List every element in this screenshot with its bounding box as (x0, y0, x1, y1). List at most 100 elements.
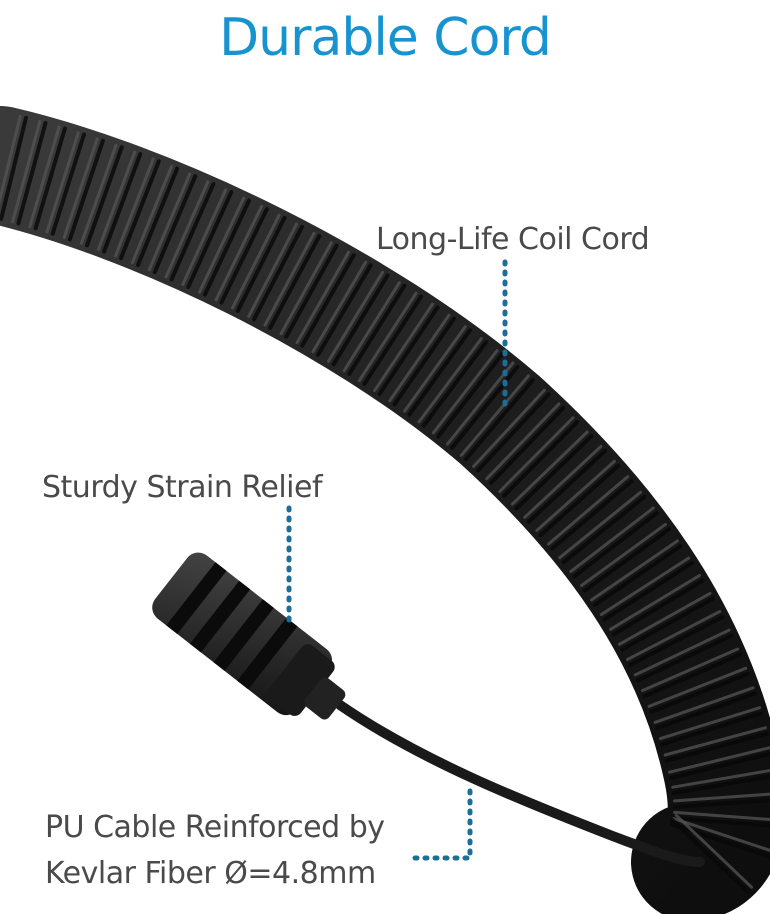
coil-ridge-shadow (268, 234, 322, 330)
coil-ridge (62, 137, 99, 239)
coil-ridge (472, 388, 546, 468)
coil-ridge (667, 746, 770, 774)
coil-ridge-shadow (669, 822, 770, 859)
coil-ridge (417, 337, 483, 424)
callout-pu-line (412, 787, 473, 861)
coil-ridge (28, 125, 61, 229)
coil-ridge-shadow (660, 711, 764, 747)
coil-ridge-shadow (526, 448, 607, 524)
coil-ridge (403, 325, 467, 413)
coil-ridge-shadow (668, 751, 770, 780)
coil-ridge-shadow (611, 578, 705, 637)
coil-ridge-shadow (602, 561, 694, 622)
coil-ridge-shadow (671, 774, 770, 796)
coil-ridge-shadow (672, 816, 770, 828)
coil-ridge (590, 539, 679, 602)
coil-cord-label: Long-Life Coil Cord (376, 222, 650, 257)
coil-ridge (599, 556, 691, 616)
coil-ridge-shadow (284, 243, 339, 339)
coil-ridge-shadow (502, 420, 580, 498)
coil-ridge (672, 817, 770, 852)
coil-ridge-shadow (421, 340, 489, 428)
coil-ridge-shadow (672, 798, 770, 809)
coil-ridge-shadow (362, 294, 424, 386)
coil-ridge-shadow (407, 328, 472, 417)
strain-relief-label: Sturdy Strain Relief (42, 470, 323, 505)
coil-ridge-shadow (582, 527, 671, 593)
coil-ridge-shadow (592, 544, 683, 607)
coil-ridge (198, 196, 246, 294)
page-title: Durable Cord (219, 8, 552, 68)
coil-ridge-shadow (572, 510, 659, 579)
coil-ridge (247, 222, 299, 318)
coil-ridge (388, 313, 451, 403)
coil-ridge (357, 291, 418, 382)
coil-ridge-shadow (489, 406, 566, 485)
coil-ridge (147, 172, 192, 272)
coil-ridge-shadow (561, 494, 647, 565)
coil-body (0, 106, 770, 914)
coil-ridge (45, 131, 80, 234)
callout-lines (286, 259, 508, 861)
coil-ridge-shadow (550, 479, 634, 551)
coil-ridge-shadow (331, 273, 390, 367)
coil-ridge (114, 157, 155, 258)
coil-ridge-shadow (436, 352, 504, 439)
coil-ridge-shadow (119, 159, 161, 261)
coil-ridge (609, 574, 701, 631)
coil-ridge (0, 114, 22, 205)
coil-ridge-shadow (463, 377, 535, 462)
coil-ridge (130, 164, 173, 265)
coil-ridge-shadow (642, 652, 743, 699)
coil-ridge-shadow (33, 126, 67, 231)
coil-ridge (79, 143, 118, 245)
coil-ridge (214, 205, 263, 302)
coil-ridge-shadow (16, 121, 48, 226)
coil-ridge-shadow (235, 215, 287, 313)
coil-ridge-shadow (202, 198, 252, 297)
coil-ridge-shadow (67, 138, 105, 242)
coil-ridge (459, 374, 530, 457)
coil-ridge-shadow (252, 224, 304, 322)
coil-ridge (673, 810, 770, 821)
coil-ridge (11, 119, 42, 224)
coil-ridge-shadow (152, 174, 198, 275)
coil-ridge-shadow (377, 305, 440, 396)
coil-ridge (653, 686, 755, 724)
coil-ridge (647, 666, 748, 708)
coil-ridge (579, 522, 667, 588)
coil-ridge-shadow (186, 190, 234, 289)
coil-ridge (523, 445, 603, 519)
coil-ridge (663, 726, 767, 757)
coil-ridge (485, 402, 561, 481)
coil-ridge-shadow (620, 596, 715, 652)
coil-ridge (279, 241, 333, 336)
coil-ridge (671, 768, 770, 789)
coil-ridge-shadow (136, 166, 180, 267)
coil-ridge (263, 231, 316, 327)
coil-ridge (181, 188, 228, 286)
coil-ridge (295, 250, 350, 345)
coil-ridge (617, 591, 712, 646)
coil-ridge (640, 647, 740, 693)
pu-cable (335, 700, 705, 867)
coil-ridge-shadow (514, 434, 594, 511)
coil-ridge (673, 792, 770, 803)
coil-ridge (535, 459, 616, 532)
coil-ridge (446, 361, 515, 446)
pu-cable-label-line2: Kevlar Fiber Ø=4.8mm (45, 856, 376, 891)
coil-ridge (96, 150, 137, 251)
coil-ridge (498, 416, 575, 493)
coil-ridge-shadow (50, 132, 86, 236)
coil-ridge-shadow (392, 316, 456, 407)
coil-ridge-shadow (85, 145, 124, 248)
coil-ridge (373, 302, 434, 393)
coil-ridge (547, 475, 630, 546)
coil-ridge-shadow (655, 691, 758, 731)
coil-ridge-shadow (102, 152, 143, 254)
coil-ridge-shadow (300, 253, 356, 348)
coil-ridge (633, 628, 731, 677)
coil-ridge-shadow (664, 731, 770, 763)
